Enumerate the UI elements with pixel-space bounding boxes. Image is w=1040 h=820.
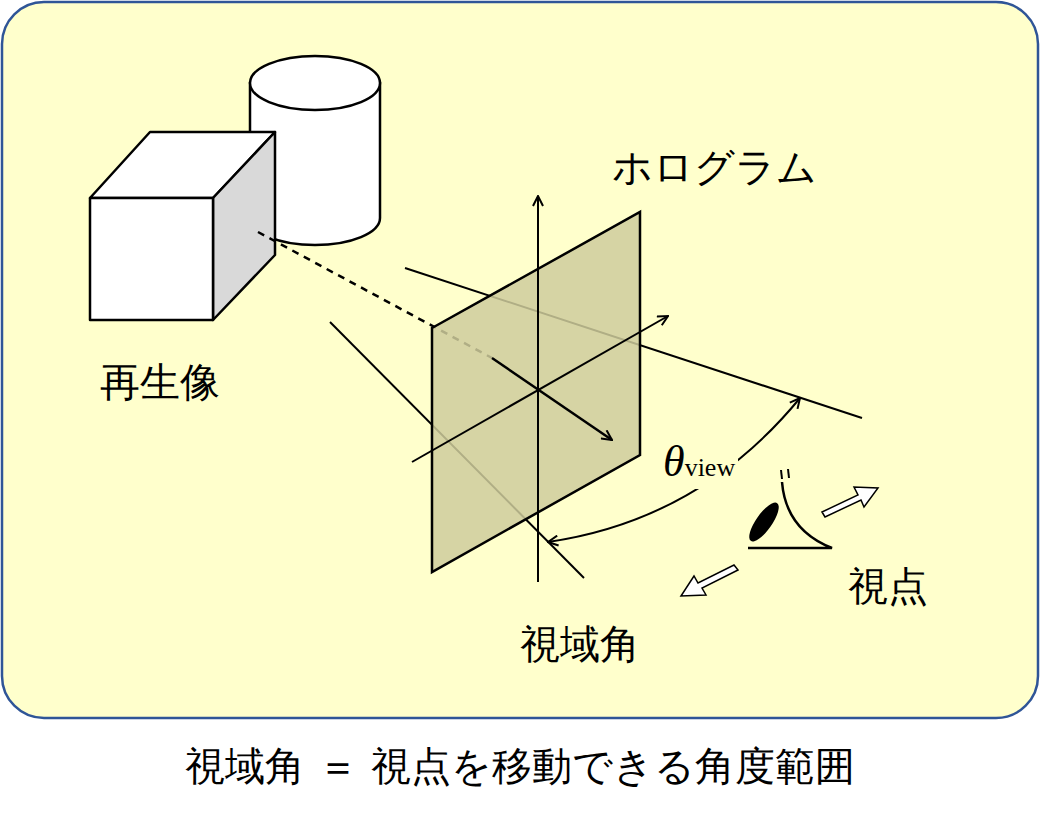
move-arrow: [681, 565, 738, 596]
eye-symbol: [744, 469, 832, 548]
background-panel: [2, 2, 1038, 718]
ray-arrow: [492, 358, 612, 440]
axis: [412, 316, 668, 462]
angle-label: 視域角: [520, 620, 640, 668]
move-arrow: [822, 487, 878, 517]
viewpoint-label: 視点: [848, 562, 928, 610]
hologram-label: ホログラム: [612, 143, 817, 191]
object-label: 再生像: [100, 358, 220, 406]
cube: [90, 132, 275, 320]
caption: 視域角 ＝ 視点を移動できる角度範囲: [185, 742, 854, 790]
angle-symbol: θview: [660, 436, 738, 489]
